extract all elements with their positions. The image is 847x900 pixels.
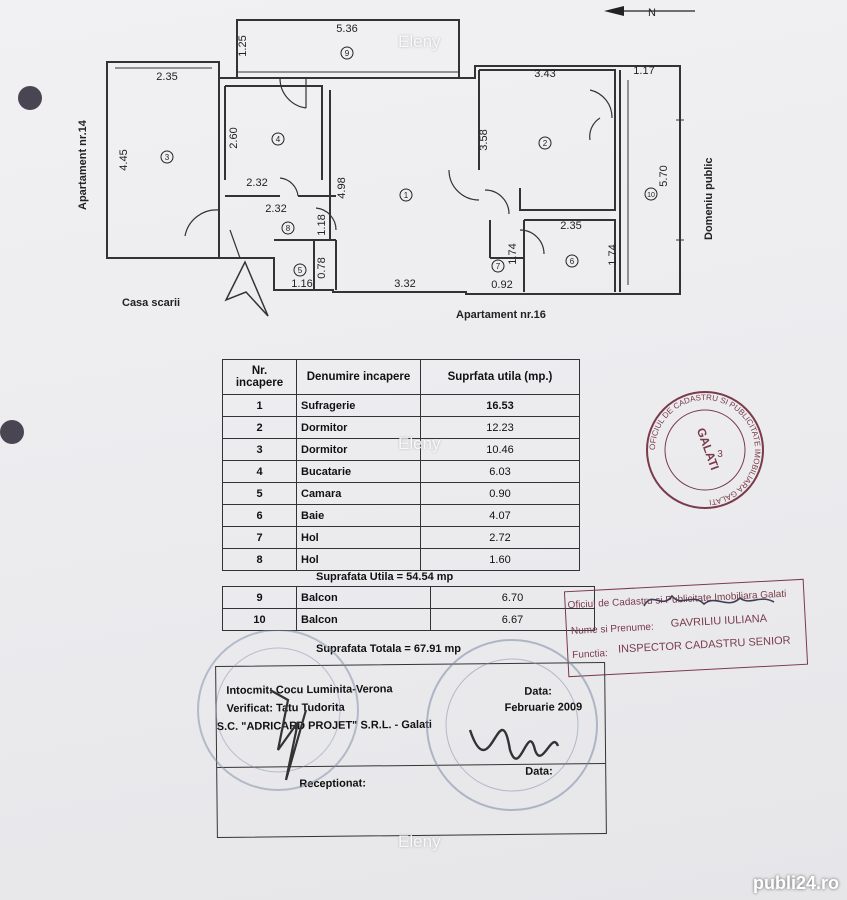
signature-mark [269, 689, 308, 781]
cell-nr: 6 [222, 504, 297, 527]
cell-nr: 2 [222, 416, 297, 439]
cell-area: 0.90 [420, 482, 580, 505]
cell-area: 10.46 [420, 438, 580, 461]
dim-label: 2.35 [560, 220, 581, 232]
floor-plan: 5.36 1.25 2.35 3.43 1.17 4.45 2.60 3.58 … [77, 19, 715, 321]
cell-area: 2.72 [420, 526, 580, 549]
dim-label: 5.70 [658, 165, 670, 186]
dim-label: 2.60 [228, 127, 240, 148]
compass-north-label: N [648, 7, 656, 19]
cell-nr: 9 [222, 586, 297, 609]
round-stamp-number: 3 [717, 449, 723, 460]
label-left-apartment: Apartament nr.14 [77, 119, 89, 210]
header-name: Denumire incapere [296, 359, 421, 395]
stamps-and-signatures [197, 630, 598, 811]
room-number: 4 [276, 135, 281, 144]
cell-nr: 1 [222, 394, 297, 417]
label-staircase: Casa scarii [122, 297, 180, 309]
dim-label: 3.43 [534, 68, 555, 80]
cell-name: Dormitor [296, 416, 421, 439]
dim-label: 4.98 [336, 177, 348, 198]
header-area: Suprfata utila (mp.) [420, 359, 580, 395]
signature-mark [468, 728, 560, 760]
dim-label: 1.18 [316, 214, 328, 235]
cell-area: 1.60 [420, 548, 580, 571]
grand-area-total: Suprafata Totala = 67.91 mp [316, 643, 461, 655]
cell-name: Sufragerie [296, 394, 421, 417]
header-nr: Nr. incapere [222, 359, 297, 395]
dim-label: 1.74 [607, 244, 619, 265]
handwritten-note [643, 594, 775, 607]
dim-label: 4.45 [118, 149, 130, 170]
room-number: 1 [404, 191, 409, 200]
room-number: 5 [298, 266, 303, 275]
dim-label: 1.16 [291, 278, 312, 290]
watermark: Eleny [398, 32, 441, 51]
cell-nr: 7 [222, 526, 297, 549]
cell-nr: 8 [222, 548, 297, 571]
room-number: 9 [345, 49, 350, 58]
room-number: 7 [496, 262, 501, 271]
cell-name: Balcon [296, 586, 431, 609]
dim-label: 1.74 [507, 243, 519, 264]
dim-label: 2.32 [265, 203, 286, 215]
table-header-row: Nr. incapere Denumire incapere Suprfata … [222, 359, 580, 395]
cell-area: 12.23 [420, 416, 580, 439]
useful-area-total: Suprafata Utila = 54.54 mp [316, 571, 454, 583]
room-number: 2 [543, 139, 548, 148]
dim-label: 2.32 [246, 177, 267, 189]
dim-label: 5.36 [336, 23, 357, 35]
room-number: 8 [286, 224, 291, 233]
label-bottom-apartment: Apartament nr.16 [456, 309, 546, 321]
north-arrow-icon: N [604, 6, 695, 19]
dim-label: 1.25 [237, 35, 249, 56]
cell-area: 4.07 [420, 504, 580, 527]
cell-name: Balcon [296, 608, 431, 631]
dim-label: 0.92 [491, 279, 512, 291]
cell-name: Hol [296, 526, 421, 549]
cell-nr: 5 [222, 482, 297, 505]
dim-label: 3.32 [394, 278, 415, 290]
cell-name: Baie [296, 504, 421, 527]
brand-logo: publi24.ro [752, 873, 839, 893]
cell-nr: 10 [222, 608, 297, 631]
cell-name: Camara [296, 482, 421, 505]
cell-name: Hol [296, 548, 421, 571]
punch-hole [0, 420, 24, 444]
cell-nr: 3 [222, 438, 297, 461]
room-number: 3 [165, 153, 170, 162]
dim-label: 3.58 [478, 129, 490, 150]
stamp-function-value: INSPECTOR CADASTRU SENIOR [617, 634, 791, 656]
cell-name: Bucatarie [296, 460, 421, 483]
watermark: Eleny [398, 832, 441, 851]
cell-area: 6.03 [420, 460, 580, 483]
cell-area: 6.67 [430, 608, 595, 631]
cell-area: 16.53 [420, 394, 580, 417]
room-number: 6 [570, 257, 575, 266]
punch-hole [18, 86, 42, 110]
rooms-table: Nr. incapere Denumire incapere Suprfata … [222, 359, 580, 571]
label-public-domain: Domeniu public [703, 158, 715, 241]
dim-label: 2.35 [156, 71, 177, 83]
dim-label: 1.17 [633, 65, 654, 77]
round-stamp: OFICIUL DE CADASTRU SI PUBLICITATE IMOBI… [646, 391, 764, 509]
watermark: Eleny [398, 434, 441, 453]
room-number: 10 [647, 192, 655, 199]
dim-label: 0.78 [316, 257, 328, 278]
cell-nr: 4 [222, 460, 297, 483]
